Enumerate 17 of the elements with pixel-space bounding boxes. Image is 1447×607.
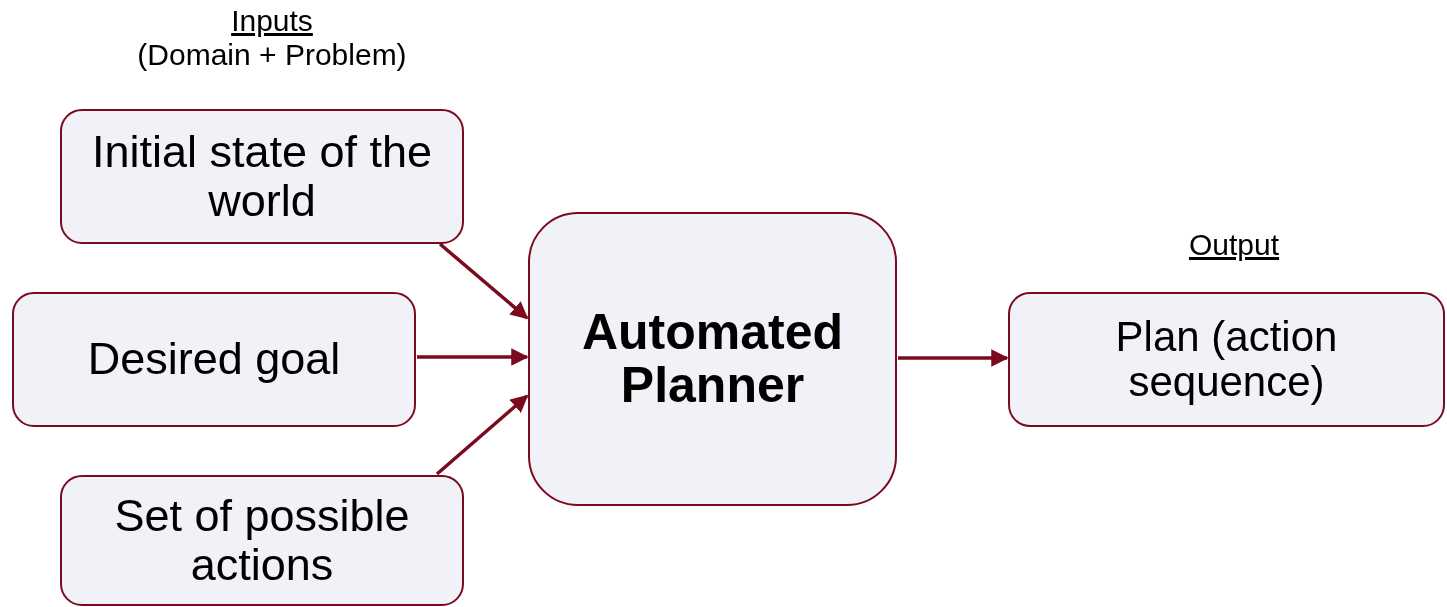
section-subheading: (Domain + Problem) xyxy=(136,38,408,72)
arrow xyxy=(435,394,529,476)
section-heading: Output xyxy=(1187,228,1281,262)
arrow xyxy=(438,242,529,320)
arrow xyxy=(898,349,1009,367)
arrow xyxy=(417,348,529,366)
node-text: Automated Planner xyxy=(580,305,845,413)
node-text: Desired goal xyxy=(86,335,342,384)
process-box xyxy=(60,475,464,606)
planner-box xyxy=(528,212,897,506)
process-box xyxy=(12,292,416,427)
process-box xyxy=(60,109,464,244)
node-text: Set of possible actions xyxy=(113,492,411,589)
node-text: Plan (action sequence) xyxy=(1114,314,1339,405)
process-box xyxy=(1008,292,1445,427)
section-heading: Inputs xyxy=(230,4,314,38)
node-text: Initial state of the world xyxy=(90,128,434,225)
